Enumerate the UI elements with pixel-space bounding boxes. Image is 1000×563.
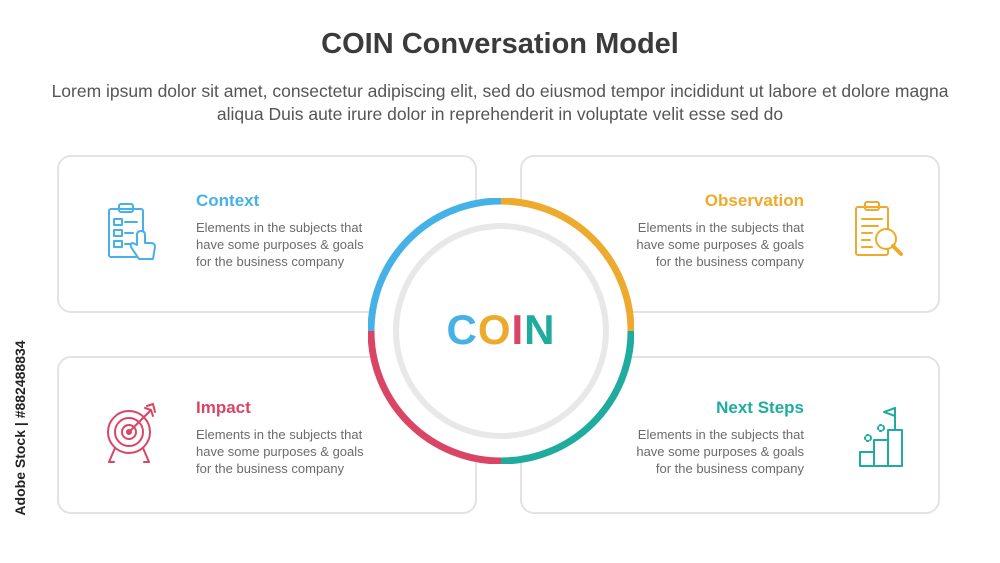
context-description: Elements in the subjects that have some … [196,220,364,269]
coin-letter-n: N [524,306,556,353]
observation-arc [500,198,634,332]
coin-letter-i: I [511,306,525,353]
context-arc [368,198,502,332]
next-steps-title: Next Steps [716,398,804,417]
observation-title: Observation [704,191,804,210]
stairs-flag-icon [859,407,903,467]
coin-ring [368,198,634,464]
impact-description: Elements in the subjects that have some … [196,427,364,476]
observation-description: Elements in the subjects that have some … [636,220,804,269]
next-steps-description: Elements in the subjects that have some … [636,427,804,476]
target-arrow-icon [107,403,156,463]
next-steps-arc [500,330,634,464]
page-subtitle: Lorem ipsum dolor sit amet, consectetur … [51,81,949,124]
coin-letter-c: C [446,306,478,353]
coin-wordmark: COIN [368,306,634,354]
context-title: Context [196,191,260,210]
watermark-label: Adobe Stock | #882488834 [12,340,28,516]
impact-title: Impact [196,398,251,417]
clipboard-hand-icon [108,203,156,260]
impact-arc [368,330,502,464]
page-title: COIN Conversation Model [321,28,679,60]
coin-letter-o: O [477,306,512,353]
context-card: Context Elements in the subjects that ha… [57,155,477,313]
clipboard-magnifier-icon [855,201,903,256]
